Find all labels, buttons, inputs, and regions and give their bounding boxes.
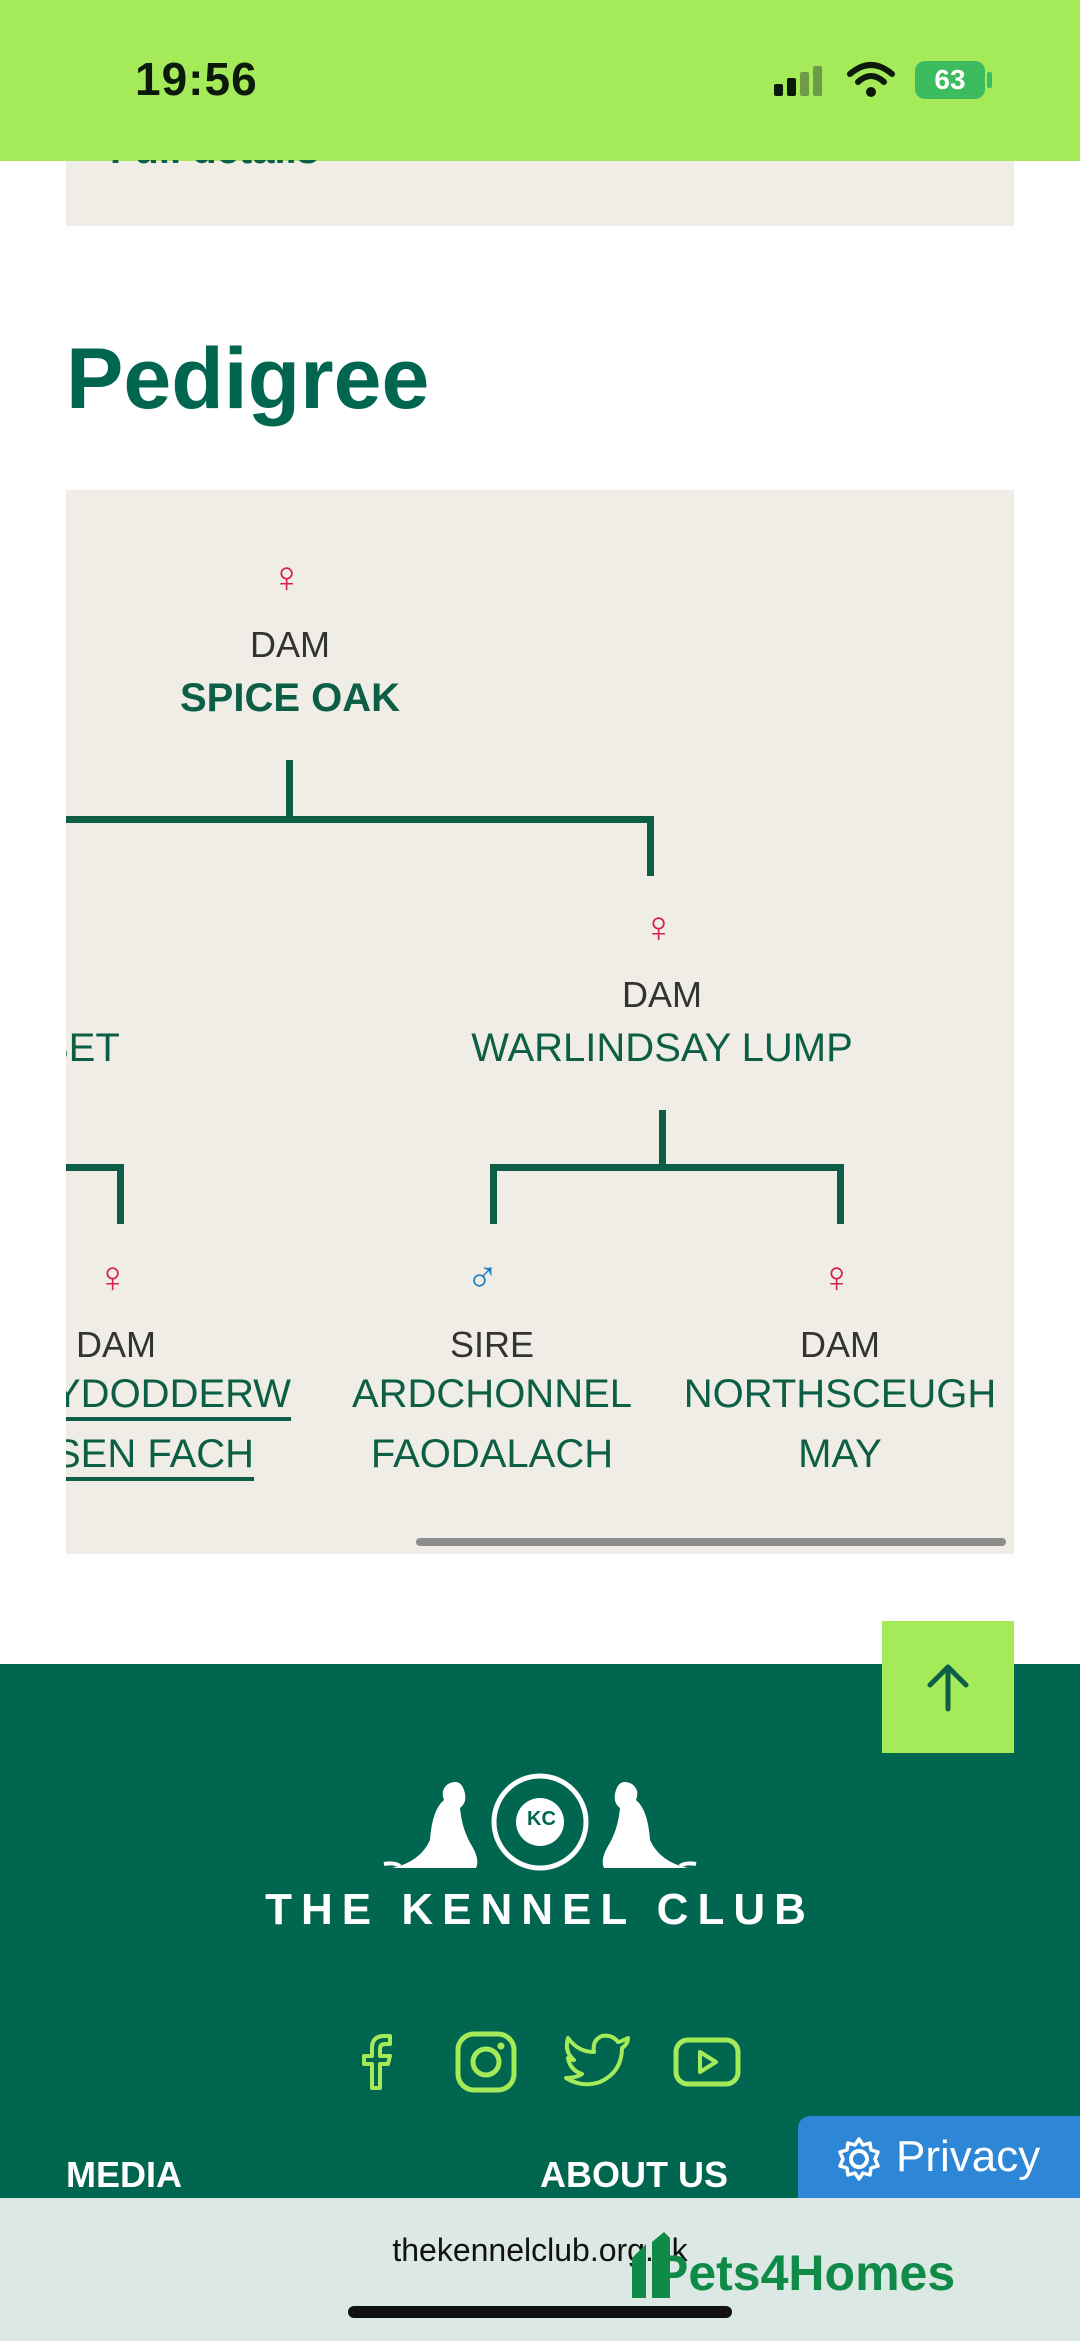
footer-heading-about[interactable]: ABOUT US <box>540 2154 728 2195</box>
node-role: DAM <box>800 1324 880 1365</box>
page-title: Pedigree <box>66 331 430 427</box>
node-name-northsceugh[interactable]: NORTHSCEUGH <box>683 1372 997 1416</box>
connector-line <box>66 816 653 823</box>
status-time: 19:56 <box>135 53 258 105</box>
node-name-ardchonnel[interactable]: ARDCHONNEL <box>351 1372 633 1416</box>
node-name-ydodderw-line2[interactable]: SEN FACH <box>66 1432 255 1476</box>
gear-icon <box>838 2137 880 2181</box>
node-name-northsceugh-line2[interactable]: MAY <box>798 1432 882 1476</box>
male-icon: ♂ <box>466 1253 499 1302</box>
footer-heading-media[interactable]: MEDIA <box>66 2154 182 2195</box>
pedigree-tree[interactable]: ♀ DAM SPICE OAK SET ♀ DAM WARLINDSAY LUM… <box>66 490 1014 1554</box>
node-name-spice-oak[interactable]: SPICE OAK <box>179 676 401 720</box>
connector-line <box>490 1164 497 1224</box>
node-role: DAM <box>622 974 702 1015</box>
connector-line <box>647 816 654 876</box>
battery-indicator: 63 <box>915 61 985 99</box>
brand-name: THE KENNEL CLUB <box>265 1885 815 1934</box>
node-role: DAM <box>76 1324 156 1365</box>
connector-line <box>837 1164 844 1224</box>
pets4homes-logo-icon <box>632 2232 670 2298</box>
youtube-icon[interactable] <box>672 2030 742 2090</box>
twitter-icon[interactable] <box>562 2030 632 2090</box>
instagram-icon[interactable] <box>454 2030 518 2094</box>
arrow-up-icon <box>927 1664 969 1712</box>
home-indicator <box>348 2306 732 2318</box>
node-name-cut[interactable]: SET <box>66 1026 120 1070</box>
female-icon: ♀ <box>96 1253 129 1302</box>
connector-line <box>490 1164 844 1171</box>
details-card <box>66 161 1014 226</box>
horizontal-scrollbar[interactable] <box>416 1538 1006 1546</box>
back-to-top-button[interactable] <box>882 1621 1014 1753</box>
female-icon: ♀ <box>820 1253 853 1302</box>
full-details-link[interactable]: Full details <box>110 160 319 173</box>
female-icon: ♀ <box>642 903 675 952</box>
connector-line <box>659 1110 666 1170</box>
privacy-button[interactable]: Privacy <box>798 2116 1080 2200</box>
node-role: SIRE <box>449 1324 535 1365</box>
logo-badge: KC <box>527 1808 556 1830</box>
kennel-club-logo-icon <box>383 1773 697 1871</box>
wifi-icon <box>847 62 895 97</box>
node-name-warlindsay-lump[interactable]: WARLINDSAY LUMP <box>471 1026 853 1070</box>
pets4homes-watermark: Pets4Homes <box>655 2245 956 2301</box>
privacy-label: Privacy <box>896 2132 1041 2181</box>
node-role: DAM <box>250 624 330 665</box>
connector-line <box>66 1164 124 1171</box>
battery-cap-icon <box>987 72 992 88</box>
node-name-ardchonnel-line2[interactable]: FAODALACH <box>370 1432 614 1476</box>
facebook-icon[interactable] <box>356 2030 400 2090</box>
connector-line <box>286 760 293 822</box>
status-bar: 19:56 63 <box>0 0 1080 161</box>
female-icon: ♀ <box>270 553 303 602</box>
cellular-signal-icon <box>774 66 822 96</box>
node-name-ydodderw[interactable]: YDODDERW <box>66 1372 292 1416</box>
connector-line <box>117 1164 124 1224</box>
